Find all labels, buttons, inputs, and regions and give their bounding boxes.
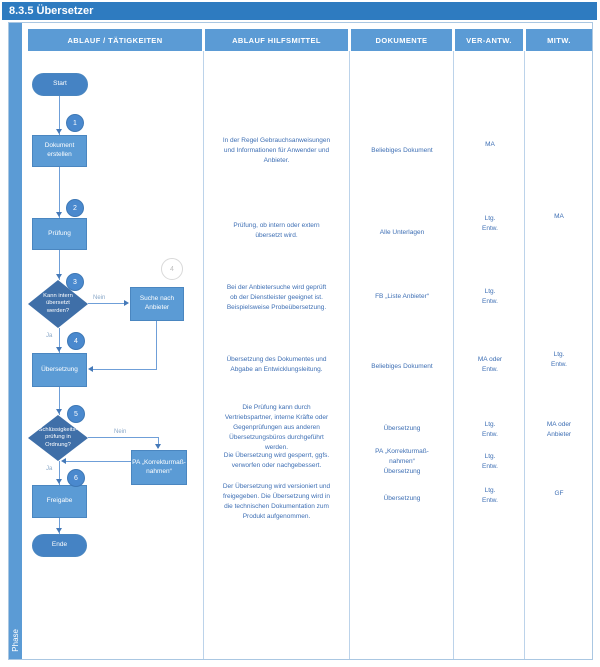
step-number-5: 5 <box>67 405 85 423</box>
mitw-row2: MA <box>554 213 564 220</box>
dokumente-row7: Übersetzung <box>383 495 421 502</box>
verantw-row5: Ltg. Entw. <box>482 421 498 439</box>
step-number-3: 3 <box>66 273 84 291</box>
verantw-row6: Ltg. Entw. <box>482 453 498 471</box>
step-number-4: 4 <box>67 332 85 350</box>
edge-label-ja: Ja <box>45 466 54 472</box>
arrowhead-icon <box>56 274 62 279</box>
step-number-2: 2 <box>66 199 84 217</box>
column-divider <box>349 51 350 659</box>
arrowhead-icon <box>56 129 62 134</box>
hilfsmittel-row5: Die Prüfung kann durch Vertriebspartner,… <box>224 404 329 452</box>
mitw-row4: Ltg. Entw. <box>551 351 567 369</box>
arrowhead-icon <box>56 409 62 414</box>
flowchart-frame <box>8 22 593 660</box>
arrowhead-icon <box>88 366 93 372</box>
edge-label-nein: Nein <box>92 295 107 301</box>
phase-label-wrap: Phase <box>9 23 22 657</box>
connector-uebersetzung-to-decision5 <box>59 387 60 415</box>
phase-label: Phase <box>11 629 20 652</box>
step-number-1: 1 <box>66 114 84 132</box>
verantw-row7: Ltg. Entw. <box>482 487 498 505</box>
column-header-mitw: MITW. <box>526 29 592 51</box>
dokumente-row2: Alle Unterlagen <box>379 229 425 236</box>
hilfsmittel-row7: Der Übersetzung wird versioniert und fre… <box>222 483 331 521</box>
hilfsmittel-row3: Bei der Anbietersuche wird geprüft ob de… <box>226 284 327 312</box>
column-header-ablauf-hilfsmittel: ABLAUF HILFSMITTEL <box>205 29 348 51</box>
connector-nein-down-pa <box>158 437 159 448</box>
hilfsmittel-row6: Die Übersetzung wird gesperrt, ggfs. ver… <box>223 452 330 470</box>
dokumente-row1: Beliebiges Dokument <box>371 147 433 154</box>
connector-step2-to-decision3 <box>59 250 60 280</box>
arrowhead-icon <box>56 212 62 217</box>
connector-pa-loopback <box>66 461 131 462</box>
arrowhead-icon <box>56 479 62 484</box>
process-dokument-erstellen: Dokument erstellen <box>32 135 87 167</box>
end-node: Ende <box>32 534 87 557</box>
connector-decision3-ja <box>59 328 60 353</box>
process-freigabe: Freigabe <box>32 485 87 518</box>
arrowhead-icon <box>61 458 66 464</box>
connector-decision3-nein <box>88 303 126 304</box>
mitw-row5: MA oder Anbieter <box>546 421 572 439</box>
arrowhead-icon <box>155 444 161 449</box>
column-divider <box>453 51 454 659</box>
dokumente-row5: Übersetzung <box>383 425 421 432</box>
column-header-verantw: VER-ANTW. <box>455 29 523 51</box>
verantw-row4: MA oder Entw. <box>477 356 503 374</box>
verantw-row2: Ltg. Entw. <box>482 215 498 233</box>
connector-decision5-ja <box>59 461 60 485</box>
arrowhead-icon <box>56 347 62 352</box>
process-suche-nach-anbieter: Suche nach Anbieter <box>130 287 184 321</box>
column-divider <box>524 51 525 659</box>
edge-label-nein: Nein <box>113 429 128 435</box>
column-header-ablauf-taetigkeiten: ABLAUF / TÄTIGKEITEN <box>28 29 202 51</box>
column-header-dokumente: DOKUMENTE <box>351 29 452 51</box>
hilfsmittel-row2: Prüfung, ob intern oder extern übersetzt… <box>233 222 320 240</box>
dokumente-row3: FB „Liste Anbieter“ <box>375 293 429 300</box>
process-uebersetzung: Übersetzung <box>32 353 87 387</box>
step-number-4-ghost: 4 <box>161 258 183 280</box>
page-title: 8.3.5 Übersetzer <box>2 2 597 20</box>
dokumente-row4: Beliebiges Dokument <box>371 363 433 370</box>
connector-start-to-step1 <box>59 95 60 135</box>
verantw-row1: MA <box>485 141 495 148</box>
connector-suche-down <box>156 321 157 369</box>
dokumente-row6: PA „Korrekturmaß- nahmen“ Übersetzung <box>375 448 429 476</box>
connector-freigabe-to-ende <box>59 518 60 534</box>
hilfsmittel-row1: In der Regel Gebrauchsanweisungen und In… <box>222 137 331 165</box>
connector-decision5-nein <box>88 437 159 438</box>
column-divider <box>203 51 204 659</box>
edge-label-ja: Ja <box>45 333 54 339</box>
mitw-row7: GF <box>554 490 564 497</box>
phase-band <box>9 23 22 659</box>
arrowhead-icon <box>56 528 62 533</box>
start-node: Start <box>32 73 88 96</box>
connector-suche-to-uebersetzung <box>93 369 157 370</box>
verantw-row3: Ltg. Entw. <box>482 288 498 306</box>
hilfsmittel-row4: Übersetzung des Dokumentes und Abgabe an… <box>226 356 327 374</box>
process-pruefung: Prüfung <box>32 218 87 250</box>
step-number-6: 6 <box>67 469 85 487</box>
arrowhead-icon <box>124 300 129 306</box>
process-pa-korrekturmassnahmen: PA „Korrekturmaß- nahmen“ <box>131 450 187 485</box>
connector-step1-to-step2 <box>59 167 60 218</box>
